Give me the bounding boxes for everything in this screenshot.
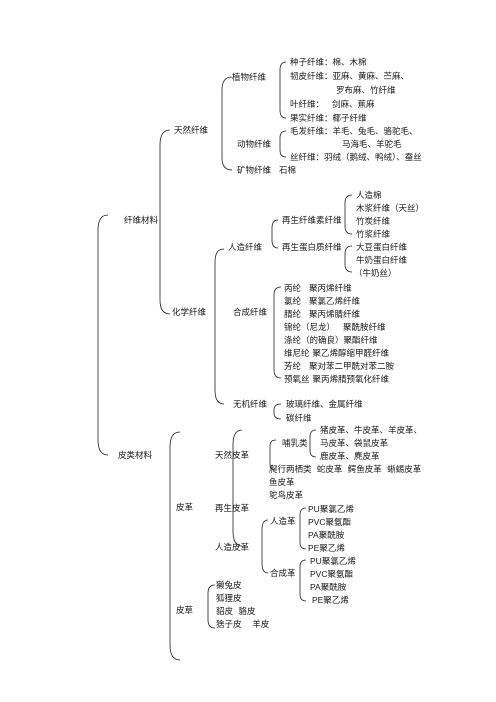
fiber-materials-label: 纤维材料 [124,216,159,226]
recycled-leather-label: 再生皮革 [215,504,250,514]
synthetic-item: 涤纶（的确良）聚酯纤维 [284,336,378,346]
inorganic-item: 碳纤维 [286,414,312,424]
animal-item-silk: 丝纤维：羽绒（鹅绒、鸭绒）、蚕丝 [290,153,422,163]
synthetic-leather-item: PE聚乙烯 [312,595,349,606]
cellulose-item: 人造棉 [356,191,382,201]
synthetic-item: 丙纶聚丙烯纤维 [284,284,352,294]
imitation-item: PE聚乙烯 [308,543,345,554]
plant-fiber-label: 植物纤维 [232,73,267,83]
plant-item-fruit: 果实纤维：椰子纤维 [290,114,367,124]
synthetic-item: 维尼纶聚乙烯醇缩甲醛纤维 [284,349,390,359]
mineral-fiber-label: 矿物纤维石棉 [237,166,297,176]
mammal-item: 马皮革、袋鼠皮革 [320,439,389,449]
fur-item: 猞子皮 羊皮 [216,620,270,630]
imitation-item: PVC聚氨酯 [308,517,351,528]
animal-item-hair-cont: 马海毛、羊驼毛 [342,140,402,150]
animal-item-hair: 毛发纤维：羊毛、兔毛、骆驼毛、 [290,127,418,137]
synthetic-leather-label: 合成革 [270,569,296,579]
synthetic-item: 氯纶聚氯乙烯纤维 [284,297,361,307]
imitation-item: PA聚酰胺 [308,530,345,541]
fur-item: 獭兔皮 [216,581,242,591]
reptile-line: 鱼皮革 [269,478,295,488]
cellulose-item: 木浆纤维（天丝） [356,204,425,214]
natural-leather-label: 天然皮革 [215,451,250,461]
protein-item: 牛奶蛋白纤维 [356,256,408,266]
protein-fiber-label: 再生蛋白质纤维 [282,243,342,253]
protein-item: （牛奶丝） [354,269,397,279]
inorganic-fiber-label: 无机纤维 [233,400,268,410]
fur-item: 貂皮 貉皮 [216,607,256,617]
synthetic-leather-item: PA聚酰胺 [310,582,347,593]
artificial-leather-label: 人造皮革 [215,543,250,553]
artificial-fiber-label: 人造纤维 [228,243,263,253]
synthetic-item: 芳纶聚对苯二甲酰对苯二胺 [284,362,395,372]
reptile-line: 爬行两栖类 蛇皮革 鳄鱼皮革 蜥蜴皮革 [269,465,422,475]
leather-materials-label: 皮类材料 [118,451,153,461]
synthetic-item: 腈纶聚丙烯腈纤维 [284,310,361,320]
cellulose-item: 竹浆纤维 [356,230,391,240]
synthetic-item: 预氧丝聚丙烯腈预氧化纤维 [284,375,390,385]
mammal-label: 哺乳类 [282,439,308,449]
animal-fiber-label: 动物纤维 [237,140,272,150]
synthetic-leather-item: PU聚氯乙烯 [310,556,356,567]
chemical-fiber-label: 化学纤维 [172,308,207,318]
synthetic-fiber-label: 合成纤维 [233,308,268,318]
hide-label: 皮革 [176,503,194,513]
fur-item: 狐狸皮 [216,594,242,604]
inorganic-item: 玻璃纤维、金属纤维 [286,400,363,410]
mammal-item: 猪皮革、牛皮革、羊皮革、 [320,426,423,436]
reptile-line: 鸵鸟皮革 [269,491,304,501]
protein-item: 大豆蛋白纤维 [356,243,408,253]
fur-label: 皮草 [176,606,194,616]
mammal-item: 鹿皮革、麂皮革 [320,452,380,462]
natural-fiber-label: 天然纤维 [174,126,209,136]
cellulose-fiber-label: 再生纤维素纤维 [282,216,342,226]
plant-item-bast: 韧皮纤维：亚麻、黄麻、苎麻、 [290,72,410,82]
cellulose-item: 竹炭纤维 [356,217,391,227]
plant-item-seed: 种子纤维：棉、木棉 [290,58,367,68]
imitation-leather-label: 人造革 [270,517,296,527]
plant-item-leaf: 叶纤维：剑麻、蕉麻 [290,100,375,110]
synthetic-leather-item: PVC聚氨酯 [310,569,353,580]
plant-item-bast-cont: 罗布麻、竹纤维 [336,86,396,96]
imitation-item: PU聚氯乙烯 [308,504,354,515]
synthetic-item: 锦纶（尼龙）聚酰胺纤维 [284,323,386,333]
